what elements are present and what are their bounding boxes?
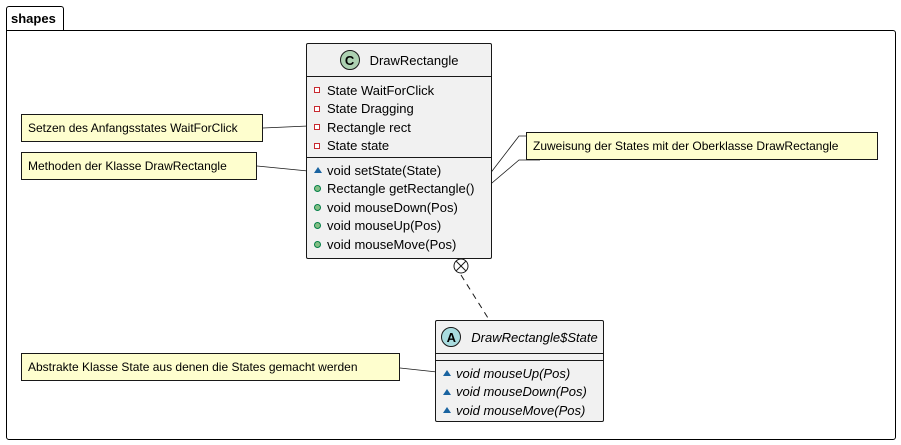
draw-rectangle-class[interactable]: C DrawRectangle State WaitForClick State… bbox=[306, 43, 492, 259]
nesting-symbol bbox=[453, 258, 469, 274]
note-link-abstrakt bbox=[399, 367, 438, 373]
public-icon bbox=[314, 185, 321, 193]
public-icon bbox=[314, 203, 321, 211]
method-label: void mouseUp(Pos) bbox=[456, 365, 571, 381]
method-item: Rectangle getRectangle() bbox=[307, 180, 491, 199]
method-item: void mouseDown(Pos) bbox=[436, 383, 603, 402]
note-abstrakt: Abstrakte Klasse State aus denen die Sta… bbox=[21, 353, 400, 381]
method-label: Rectangle getRectangle() bbox=[327, 181, 475, 197]
note-link-methoden bbox=[256, 165, 309, 172]
empty-fields-section bbox=[436, 354, 603, 361]
note-text: Zuweisung der States mit der Oberklasse … bbox=[533, 139, 839, 153]
field-label: State state bbox=[327, 138, 390, 154]
class-header: C DrawRectangle bbox=[307, 44, 491, 77]
field-item: State WaitForClick bbox=[307, 81, 491, 100]
field-label: State WaitForClick bbox=[327, 82, 435, 98]
private-icon bbox=[314, 105, 320, 112]
private-icon bbox=[314, 142, 320, 149]
class-stereotype-icon: C bbox=[339, 50, 360, 70]
package-tab: shapes bbox=[6, 6, 64, 30]
field-item: State Dragging bbox=[307, 100, 491, 119]
method-item: void mouseUp(Pos) bbox=[307, 217, 491, 236]
package-visibility-icon bbox=[443, 388, 451, 395]
field-label: State Dragging bbox=[327, 101, 414, 117]
nesting-link bbox=[460, 274, 489, 319]
field-label: Rectangle rect bbox=[327, 119, 411, 135]
note-methoden: Methoden der Klasse DrawRectangle bbox=[21, 152, 257, 180]
class-header: A DrawRectangle$State bbox=[436, 321, 603, 354]
package-name: shapes bbox=[11, 11, 56, 26]
method-item: void mouseMove(Pos) bbox=[307, 235, 491, 254]
class-name: DrawRectangle$State bbox=[471, 329, 598, 345]
note-zuweisung: Zuweisung der States mit der Oberklasse … bbox=[526, 132, 878, 160]
method-label: void mouseMove(Pos) bbox=[456, 402, 586, 418]
method-label: void mouseMove(Pos) bbox=[327, 236, 457, 252]
package-frame bbox=[6, 30, 896, 440]
note-link-anfangsstate bbox=[262, 125, 309, 129]
state-class[interactable]: A DrawRectangle$State void mouseUp(Pos) … bbox=[435, 320, 604, 422]
private-icon bbox=[314, 124, 320, 131]
abstract-stereotype-icon: A bbox=[441, 327, 462, 347]
note-text: Setzen des Anfangsstates WaitForClick bbox=[28, 121, 238, 135]
field-item: Rectangle rect bbox=[307, 118, 491, 137]
method-item: void setState(State) bbox=[307, 161, 491, 180]
package-visibility-icon bbox=[314, 167, 322, 174]
package-visibility-icon bbox=[443, 370, 451, 377]
class-name: DrawRectangle bbox=[369, 52, 459, 68]
method-item: void mouseDown(Pos) bbox=[307, 198, 491, 217]
note-anfangsstate: Setzen des Anfangsstates WaitForClick bbox=[21, 114, 263, 142]
fields-section: State WaitForClick State Dragging Rectan… bbox=[307, 77, 491, 158]
field-item: State state bbox=[307, 137, 491, 156]
methods-section: void setState(State) Rectangle getRectan… bbox=[307, 158, 491, 258]
note-text: Abstrakte Klasse State aus denen die Sta… bbox=[28, 360, 358, 374]
method-item: void mouseUp(Pos) bbox=[436, 364, 603, 383]
method-label: void mouseDown(Pos) bbox=[327, 199, 458, 215]
private-icon bbox=[314, 87, 320, 94]
method-label: void mouseDown(Pos) bbox=[456, 384, 587, 400]
methods-section: void mouseUp(Pos) void mouseDown(Pos) vo… bbox=[436, 361, 603, 424]
method-label: void mouseUp(Pos) bbox=[327, 218, 442, 234]
method-item: void mouseMove(Pos) bbox=[436, 401, 603, 420]
public-icon bbox=[314, 222, 321, 230]
public-icon bbox=[314, 240, 321, 248]
method-label: void setState(State) bbox=[327, 162, 442, 178]
note-text: Methoden der Klasse DrawRectangle bbox=[28, 159, 227, 173]
package-visibility-icon bbox=[443, 407, 451, 414]
